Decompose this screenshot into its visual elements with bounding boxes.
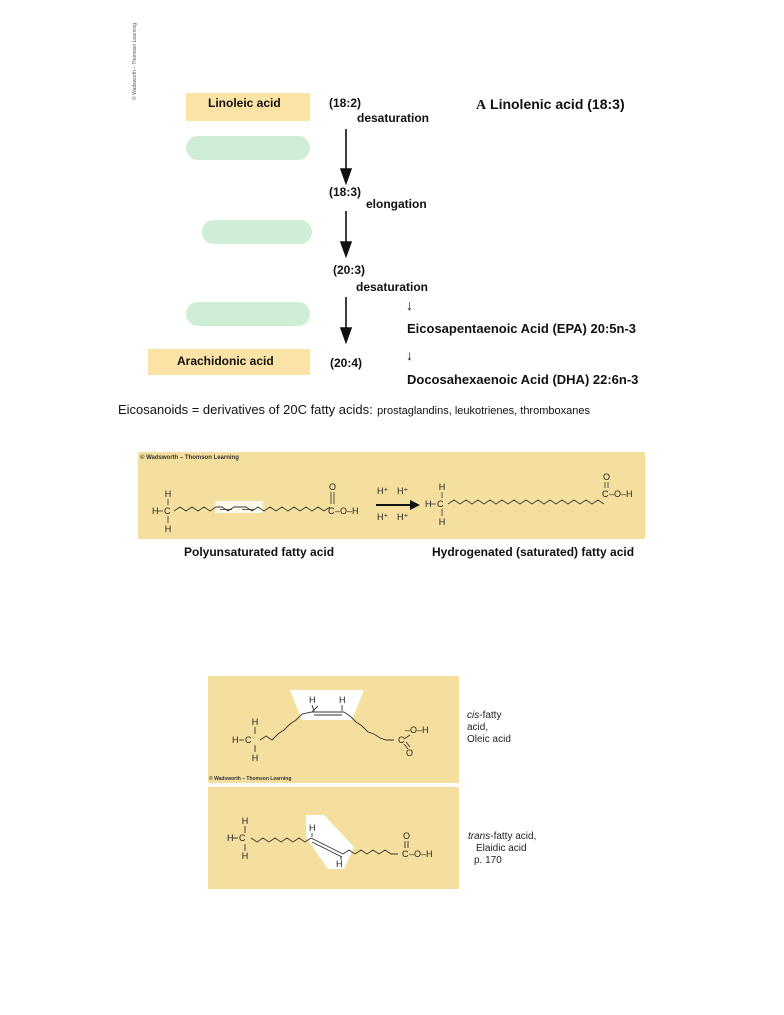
- down-arrow-1: ↓: [406, 297, 413, 313]
- right-acid-group: –O–H: [609, 489, 633, 499]
- right-h-bottom: H: [439, 517, 446, 527]
- cis-c-methyl: C: [245, 735, 252, 745]
- hydrogen-ion-1: H⁺: [377, 486, 388, 496]
- trans-label-line2: Elaidic acid: [476, 843, 527, 854]
- hydrogen-ion-3: H⁺: [377, 512, 388, 522]
- left-carbonyl-o: O: [329, 482, 336, 492]
- ratio-20-3: (20:3): [333, 263, 366, 277]
- eicosanoids-line: Eicosanoids = derivatives of 20C fatty a…: [118, 401, 590, 419]
- right-h-side: H: [425, 499, 432, 509]
- ratio-18-3: (18:3): [329, 185, 362, 199]
- ratio-20-4: (20:4): [330, 356, 363, 370]
- trans-label-line3: p. 170: [474, 855, 502, 866]
- trans-rest: -fatty acid,: [490, 831, 537, 842]
- cis-label-line2: acid,: [467, 722, 489, 733]
- cis-label-line1: cis-fatty: [467, 710, 511, 722]
- linolenic-heading: A Linolenic acid (18:3): [476, 96, 625, 114]
- left-acid-group: –O–H: [335, 506, 359, 516]
- down-arrow-2: ↓: [406, 347, 413, 363]
- left-c-methyl: C: [164, 506, 171, 516]
- hydrogenation-panel: [138, 452, 645, 539]
- vertical-credit: © Wadsworth – Thomson Learning: [132, 22, 138, 100]
- green-placeholder-3: [186, 302, 310, 326]
- ratio-18-2: (18:2): [329, 96, 362, 110]
- linoleic-acid-box: [186, 93, 310, 121]
- cis-rest: -fatty: [479, 710, 502, 721]
- trans-carboxyl-c: C: [402, 849, 409, 859]
- cis-h-bottom: H: [252, 753, 259, 763]
- right-carbonyl-o: O: [603, 472, 610, 482]
- arachidonic-acid-box: [148, 349, 310, 375]
- green-placeholder-2: [202, 220, 312, 244]
- left-h-side: H: [152, 506, 159, 516]
- trans-h-upper: H: [309, 823, 316, 833]
- eicosanoids-lead: Eicosanoids = derivatives of 20C fatty a…: [118, 402, 373, 417]
- trans-italic: trans: [468, 831, 491, 842]
- hydrogen-ion-2: H⁺: [397, 486, 408, 496]
- cis-italic: cis: [467, 710, 480, 721]
- cis-oleic-diagram: H H H H C H C –O–H O: [232, 690, 429, 763]
- trans-h-side: H: [227, 833, 234, 843]
- pathway-arrows: [339, 129, 353, 345]
- linoleic-acid-label: Linoleic acid: [208, 96, 281, 110]
- cis-acid-group: –O–H: [405, 725, 429, 735]
- trans-h-top: H: [242, 816, 249, 826]
- trans-label: trans-fatty acid, Elaidic acid p. 170: [468, 831, 536, 867]
- left-h-top: H: [165, 489, 172, 499]
- left-h-bottom: H: [165, 524, 172, 534]
- trans-h-bottom: H: [242, 851, 249, 861]
- left-carboxyl-c: C: [328, 506, 335, 516]
- process-desaturation-1: desaturation: [357, 111, 430, 125]
- cis-h-side: H: [232, 735, 239, 745]
- process-elongation: elongation: [366, 197, 427, 211]
- hydrogen-ion-4: H⁺: [397, 512, 408, 522]
- cis-carbonyl-o: O: [406, 748, 413, 758]
- cis-h-right: H: [339, 695, 346, 705]
- trans-label-line1: trans-fatty acid,: [468, 831, 536, 843]
- trans-c-methyl: C: [239, 833, 246, 843]
- hydrogenation-credit: © Wadsworth – Thomson Learning: [140, 455, 239, 461]
- polyunsaturated-caption: Polyunsaturated fatty acid: [184, 545, 335, 559]
- cis-h-top: H: [252, 717, 259, 727]
- trans-acid-group: –O–H: [409, 849, 433, 859]
- green-placeholder-1: [186, 136, 310, 160]
- hydrogenation-diagram: H H C H C –O–H O H⁺ H⁺ H⁺ H⁺ H H C H: [152, 472, 633, 534]
- cis-label: cis-fatty acid, Oleic acid: [467, 710, 511, 746]
- arachidonic-acid-label: Arachidonic acid: [177, 354, 274, 368]
- right-c-methyl: C: [437, 499, 444, 509]
- cis-credit: © Wadsworth – Thomson Learning: [209, 776, 292, 782]
- trans-carbonyl-o: O: [403, 831, 410, 841]
- epa-label: Eicosapentaenoic Acid (EPA) 20:5n-3: [407, 321, 637, 336]
- cis-h-left: H: [309, 695, 316, 705]
- process-desaturation-2: desaturation: [356, 280, 429, 294]
- cis-label-line3: Oleic acid: [467, 734, 511, 745]
- right-carboxyl-c: C: [602, 489, 609, 499]
- linolenic-heading-text: Linolenic acid (18:3): [490, 96, 625, 112]
- eicosanoids-list: prostaglandins, leukotrienes, thromboxan…: [377, 405, 590, 417]
- trans-elaidic-diagram: H H C H H H C –O–H O: [227, 815, 433, 869]
- linolenic-heading-letter: A: [476, 98, 487, 113]
- trans-h-lower: H: [336, 859, 343, 869]
- cis-carboxyl-c: C: [398, 735, 405, 745]
- dha-label: Docosahexaenoic Acid (DHA) 22:6n-3: [407, 372, 639, 387]
- hydrogenated-caption: Hydrogenated (saturated) fatty acid: [432, 545, 635, 559]
- right-h-top: H: [439, 482, 446, 492]
